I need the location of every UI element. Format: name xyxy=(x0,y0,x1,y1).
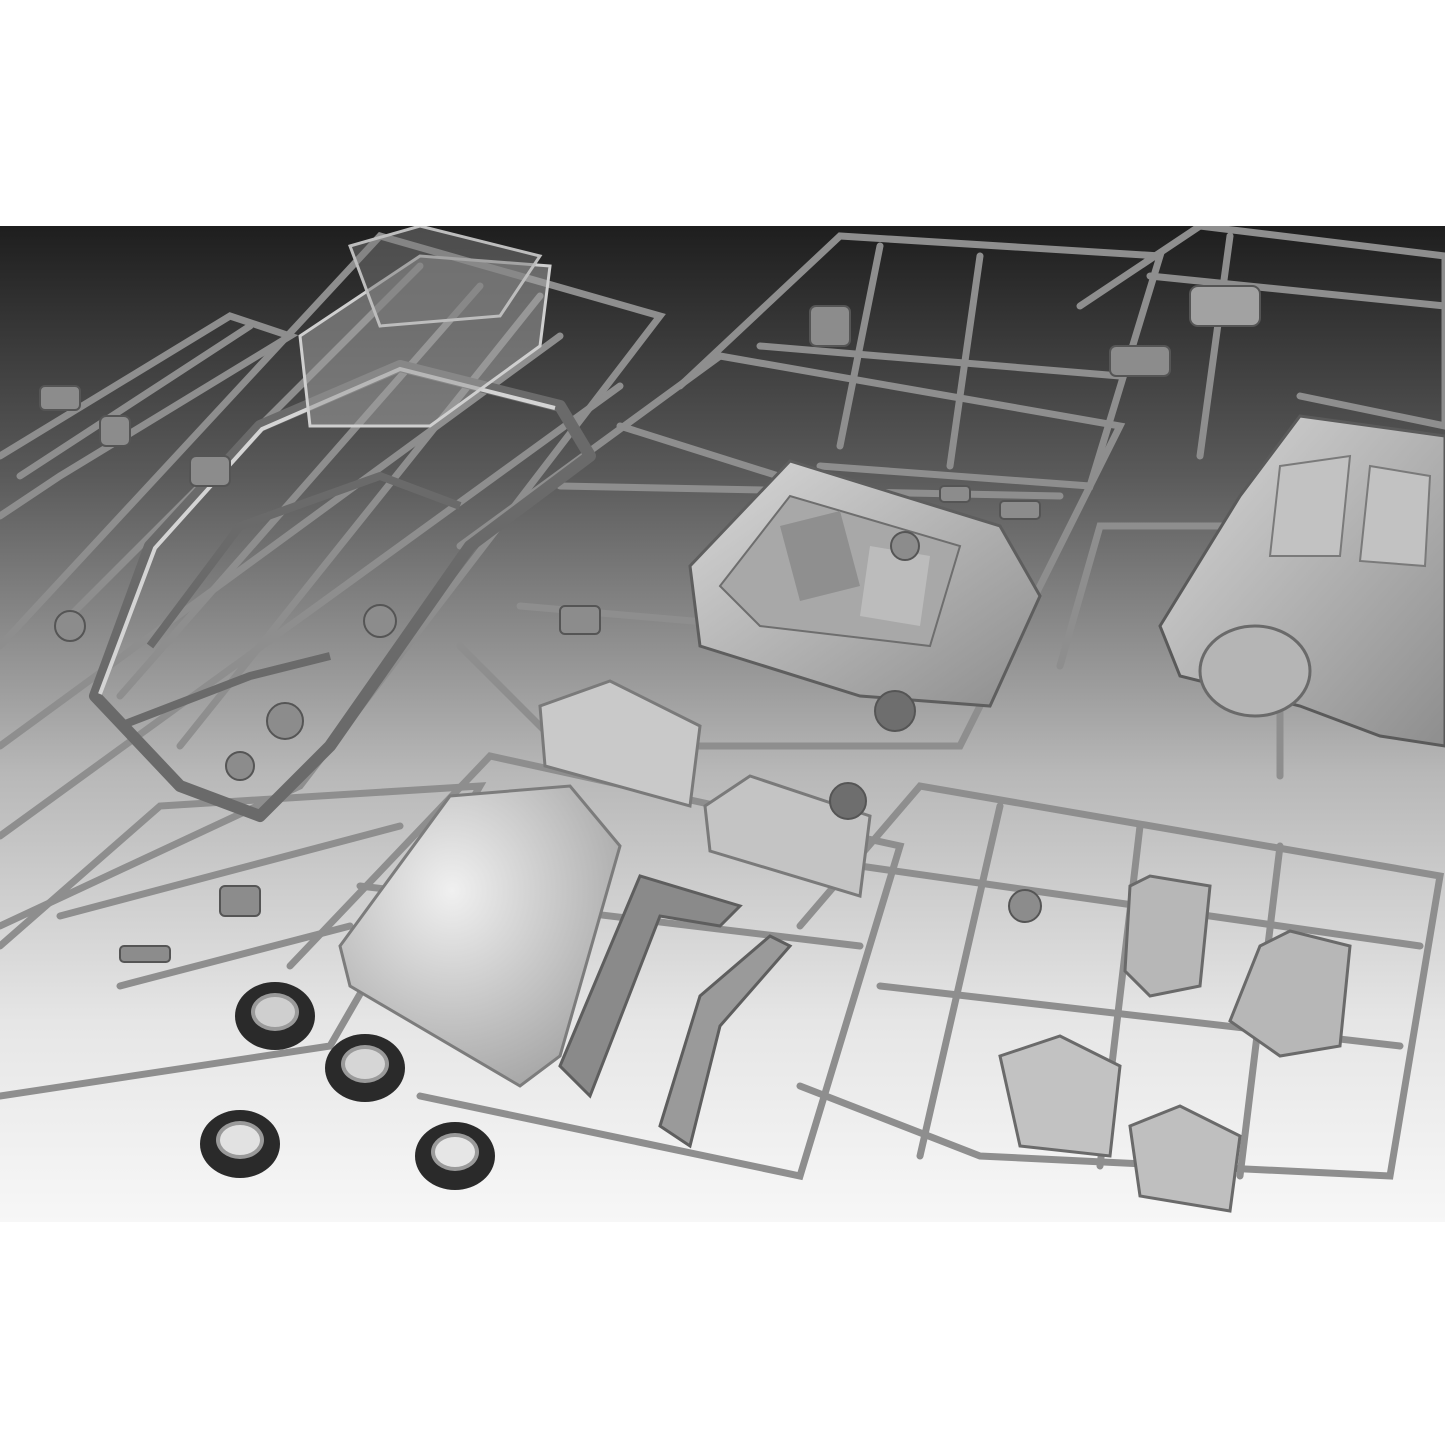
rear-window-part xyxy=(348,226,543,328)
tire-4 xyxy=(415,1122,495,1190)
hood-part xyxy=(338,784,622,1088)
tire-2 xyxy=(325,1034,405,1102)
tires xyxy=(200,982,495,1190)
tire-1 xyxy=(235,982,315,1050)
seats xyxy=(998,874,1352,1213)
model-kit-photo xyxy=(0,226,1445,1222)
door-panel-left xyxy=(538,679,702,808)
floor-pan xyxy=(1158,414,1445,748)
backdrop xyxy=(0,226,1445,1222)
bumper-trim-left xyxy=(558,874,743,1099)
door-panel-right xyxy=(703,774,872,898)
small-parts xyxy=(39,285,1261,963)
tire-3 xyxy=(200,1110,280,1178)
bumper-trim-right xyxy=(658,934,793,1149)
